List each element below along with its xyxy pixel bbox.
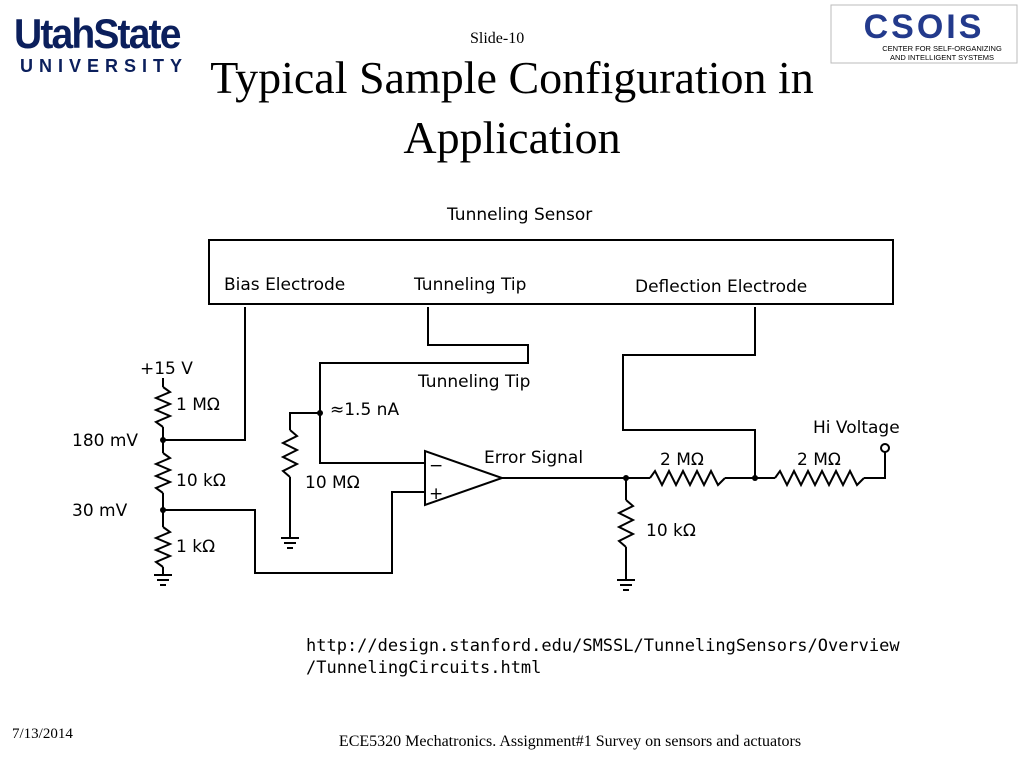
csois-logo-wordmark: CSOIS — [864, 8, 985, 46]
ground-icon-2 — [281, 537, 299, 549]
usu-logo: UtahState UNIVERSITY — [14, 10, 204, 77]
csois-logo-tagline-1: CENTER FOR SELF-ORGANIZING — [882, 44, 1002, 53]
circuit-diagram: Tunneling Sensor Bias Electrode Tunnelin… — [72, 205, 900, 591]
footer-date: 7/13/2014 — [12, 726, 73, 742]
resistor-1m — [153, 386, 173, 428]
source-url-line-1: http://design.stanford.edu/SMSSL/Tunneli… — [306, 636, 900, 656]
resistor-2m-2 — [774, 468, 865, 488]
supply-label: +15 V — [140, 359, 193, 379]
node-30mv-label: 30 mV — [72, 501, 128, 521]
sensor-box — [208, 239, 894, 305]
ground-icon-1 — [154, 574, 172, 586]
circuit-wires — [153, 239, 894, 580]
slide-title-line-1: Typical Sample Configuration in — [210, 52, 814, 103]
tunneling-tip-label: Tunneling Tip — [417, 372, 530, 392]
usu-logo-subtitle: UNIVERSITY — [20, 56, 189, 76]
bias-electrode-label: Bias Electrode — [224, 275, 345, 295]
resistor-1m-label: 1 MΩ — [176, 395, 220, 415]
tunneling-tip-box-label: Tunneling Tip — [413, 275, 526, 295]
resistor-10k-output-label: 10 kΩ — [646, 521, 696, 541]
hi-voltage-label: Hi Voltage — [813, 418, 900, 438]
deflection-electrode-label: Deflection Electrode — [635, 277, 807, 297]
ground-icon-3 — [617, 579, 635, 591]
node-180mv-label: 180 mV — [72, 431, 138, 451]
op-amp-minus-label: − — [429, 456, 443, 476]
footer-course: ECE5320 Mechatronics. Assignment#1 Surve… — [338, 733, 802, 750]
op-amp — [424, 449, 506, 507]
usu-logo-wordmark: UtahState — [14, 10, 181, 57]
deflection-wire — [622, 307, 756, 478]
resistor-2m-2-label: 2 MΩ — [797, 450, 841, 470]
slide-title-line-2: Application — [403, 112, 621, 163]
resistor-1k — [153, 526, 173, 568]
resistor-10m-label: 10 MΩ — [305, 473, 360, 493]
csois-logo: CSOIS CENTER FOR SELF-ORGANIZING AND INT… — [830, 4, 1018, 64]
hi-voltage-terminal — [880, 443, 890, 453]
tip-wire — [319, 307, 529, 464]
resistor-10k-divider — [153, 452, 173, 494]
csois-logo-frame — [830, 4, 1018, 64]
node-dots — [160, 410, 758, 513]
resistor-10k-output — [616, 499, 636, 548]
csois-logo-tagline-2: AND INTELLIGENT SYSTEMS — [890, 53, 994, 62]
slide-number: Slide-10 — [470, 30, 525, 47]
resistor-2m-1-label: 2 MΩ — [660, 450, 704, 470]
tunneling-current-label: ≈1.5 nA — [330, 400, 399, 420]
resistor-2m-1 — [649, 468, 726, 488]
error-signal-label: Error Signal — [484, 448, 583, 468]
resistor-10m — [280, 429, 300, 478]
source-url-line-2: /TunnelingCircuits.html — [306, 658, 542, 678]
resistor-10k-divider-label: 10 kΩ — [176, 471, 226, 491]
bias-wire — [163, 307, 246, 441]
reference-wire — [163, 491, 425, 574]
slide-title: Typical Sample Configuration in Applicat… — [60, 48, 964, 168]
resistor-1k-label: 1 kΩ — [176, 537, 215, 557]
sensor-heading: Tunneling Sensor — [446, 205, 592, 225]
ground-icons — [154, 537, 635, 591]
op-amp-plus-label: + — [429, 484, 443, 504]
